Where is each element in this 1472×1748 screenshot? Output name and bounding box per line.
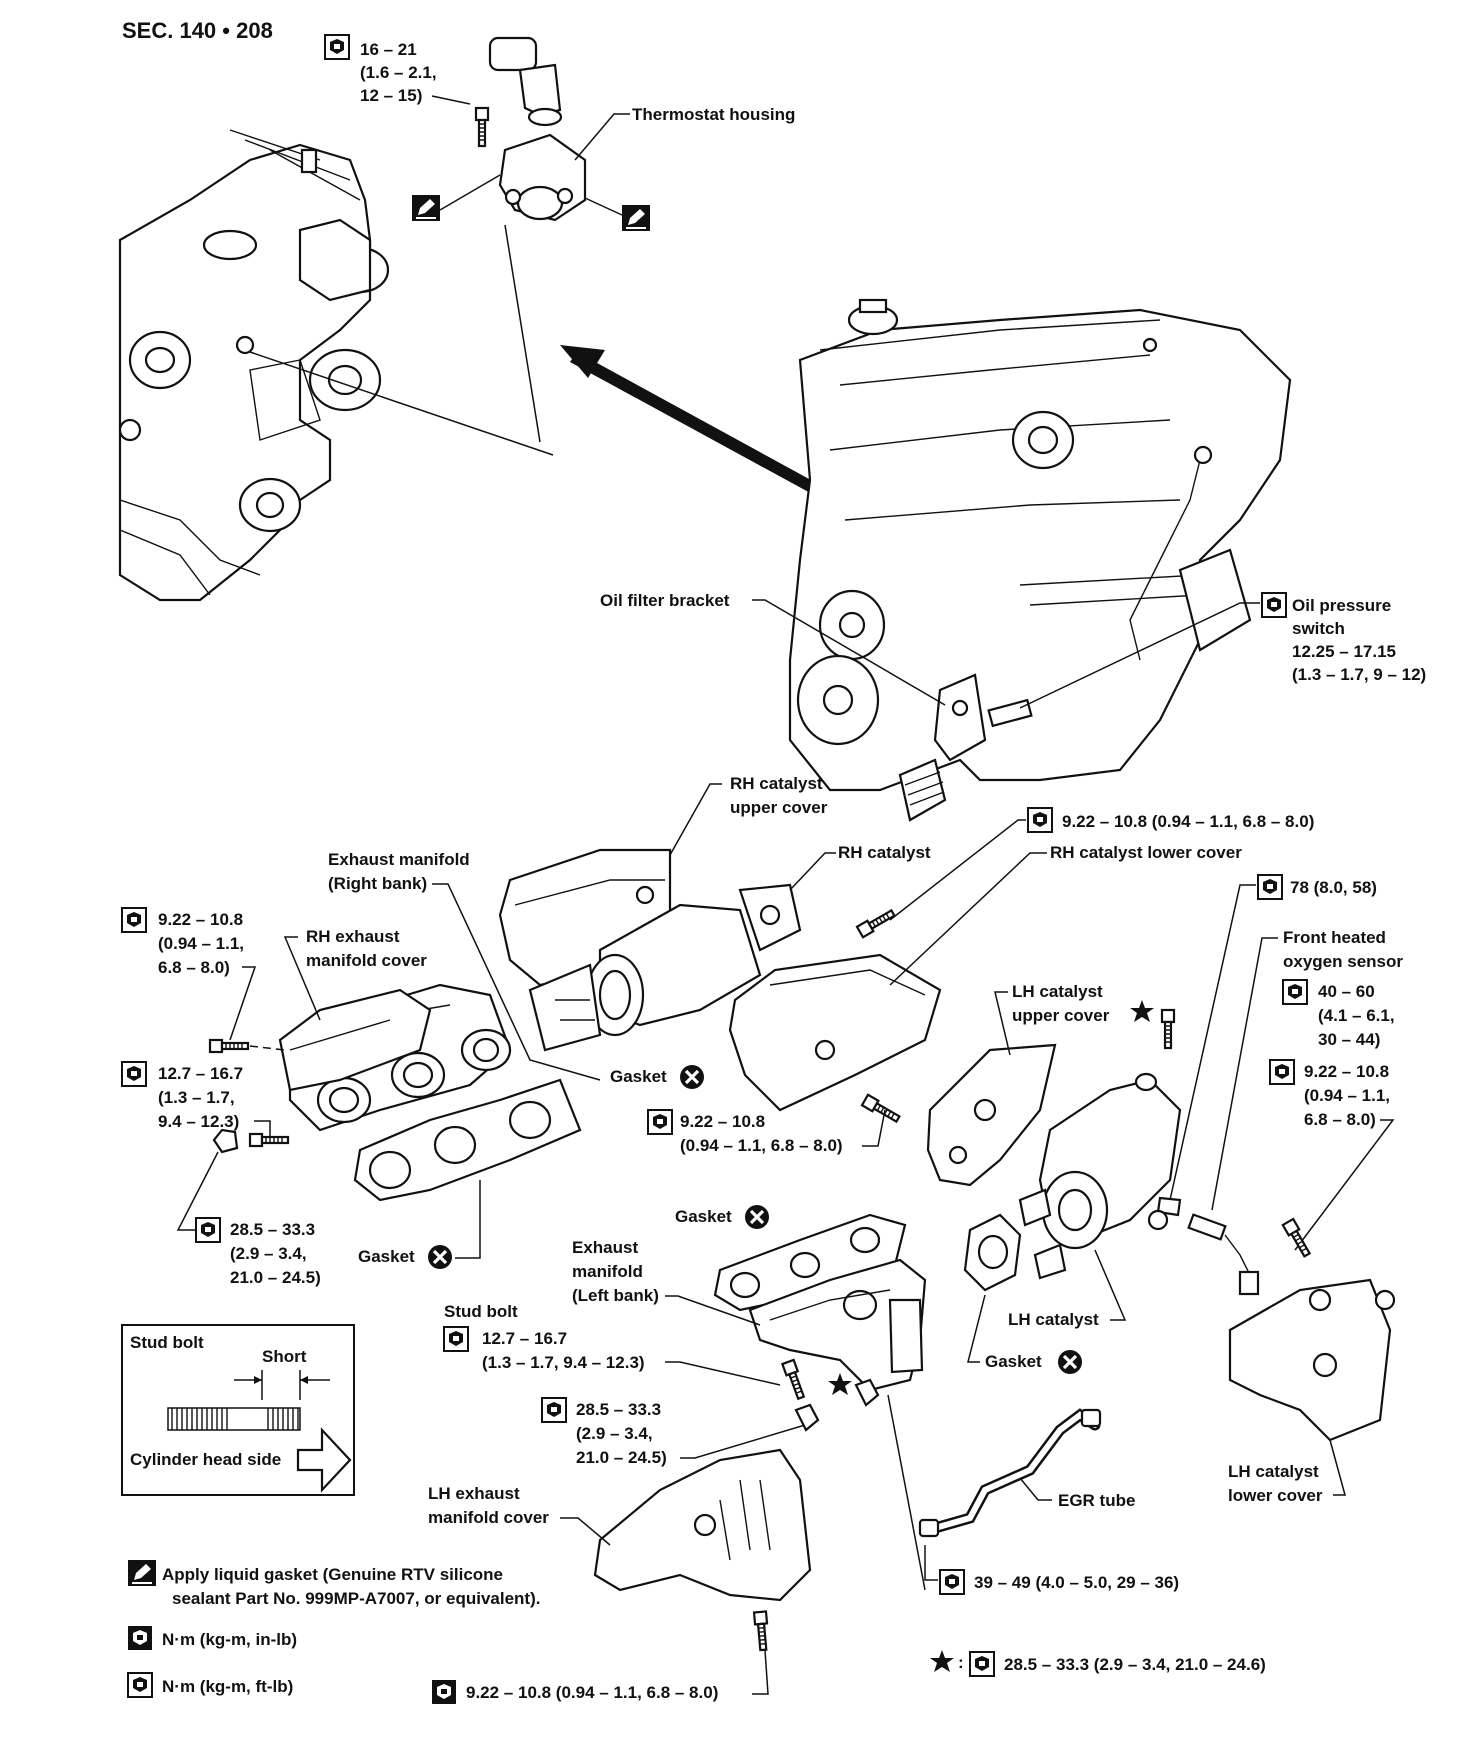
lh-catalyst-gasket-label: Gasket <box>985 1352 1042 1371</box>
legend-inlb-text: N·m (kg-m, in-lb) <box>162 1630 297 1649</box>
egr-torque-label: 39 – 49 (4.0 – 5.0, 29 – 36) <box>974 1573 1179 1592</box>
bottom-torque-label: 9.22 – 10.8 (0.94 – 1.1, 6.8 – 8.0) <box>466 1683 718 1702</box>
left-torque-3-label: 28.5 – 33.3 (2.9 – 3.4, 21.0 – 24.5) <box>230 1220 321 1287</box>
legend-ftlb-text: N·m (kg-m, ft-lb) <box>162 1677 293 1696</box>
rh-gasket-lower-label: Gasket <box>358 1247 415 1266</box>
thermostat-housing-drawing <box>474 36 587 222</box>
legend: Apply liquid gasket (Genuine RTV silicon… <box>127 1559 540 1698</box>
svg-text::: : <box>958 1653 964 1672</box>
rh-gasket-upper-label: Gasket <box>610 1067 667 1086</box>
stud-bolt-torque-label: 12.7 – 16.7 (1.3 – 1.7, 9.4 – 12.3) <box>482 1329 645 1372</box>
left-torque-2-label: 12.7 – 16.7 (1.3 – 1.7, 9.4 – 12.3) <box>158 1064 248 1131</box>
rh-catalyst-lower-cover-label: RH catalyst lower cover <box>1050 843 1242 862</box>
rh-catalyst-lower-cover-drawing <box>728 953 942 1112</box>
engine-assembly-drawing <box>788 298 1292 822</box>
oil-pressure-switch-label: Oil pressure switch 12.25 – 17.15 (1.3 –… <box>1292 596 1426 684</box>
front-heated-oxygen-sensor-label: Front heated oxygen sensor <box>1283 928 1403 971</box>
rh-catalyst-label: RH catalyst <box>838 843 931 862</box>
torque-wrench-icon <box>128 1626 152 1650</box>
star-icon <box>828 1373 852 1395</box>
rh-exhaust-manifold-cover-label: RH exhaust manifold cover <box>306 927 427 970</box>
lh-manifold-gasket-drawing <box>713 1213 907 1312</box>
exhaust-manifold-left-drawing <box>748 1258 927 1392</box>
rh-catalyst-upper-cover-label: RH catalyst upper cover <box>730 774 828 817</box>
inset-side-label: Cylinder head side <box>130 1450 281 1469</box>
stud-bolt-inset: Stud bolt Short Cylinder head side <box>121 1324 355 1496</box>
star-icon <box>930 1650 954 1672</box>
torque-78-label: 78 (8.0, 58) <box>1290 878 1377 897</box>
lh-catalyst-drawing <box>1018 1072 1182 1280</box>
exhaust-manifold-left-label: Exhaust manifold (Left bank) <box>572 1238 659 1305</box>
liquid-gasket-icon <box>621 204 651 232</box>
section-title: SEC. 140 • 208 <box>122 18 273 43</box>
replace-part-x-icon <box>426 1243 454 1271</box>
thermostat-torque-label: 16 – 21 (1.6 – 2.1, 12 – 15) <box>360 40 441 105</box>
inset-short-label: Short <box>262 1347 307 1366</box>
exhaust-manifold-right-label: Exhaust manifold (Right bank) <box>328 850 474 893</box>
engine-front-detail-drawing <box>118 129 390 602</box>
replace-part-x-icon <box>678 1063 706 1091</box>
right-torque-2-label: 9.22 – 10.8 (0.94 – 1.1, 6.8 – 8.0) <box>1304 1062 1395 1129</box>
rh-catalyst-drawing <box>528 883 802 1052</box>
left-torque-1-label: 9.22 – 10.8 (0.94 – 1.1, 6.8 – 8.0) <box>158 910 249 977</box>
rh-lower-cover-torque-label: 9.22 – 10.8 (0.94 – 1.1, 6.8 – 8.0) <box>680 1112 843 1155</box>
lh-catalyst-upper-cover-label: LH catalyst upper cover <box>1012 982 1110 1025</box>
star-torque-label: 28.5 – 33.3 (2.9 – 3.4, 21.0 – 24.6) <box>1004 1655 1266 1674</box>
lh-exhaust-manifold-cover-drawing <box>593 1448 812 1602</box>
lh-catalyst-gasket-drawing <box>963 1213 1022 1292</box>
lh-catalyst-lower-cover-label: LH catalyst lower cover <box>1228 1462 1323 1505</box>
lh-catalyst-lower-cover-drawing <box>1228 1278 1396 1442</box>
egr-tube-drawing <box>918 1408 1102 1538</box>
rh-manifold-gasket-drawing <box>353 1078 582 1202</box>
thermostat-housing-label: Thermostat housing <box>632 105 795 124</box>
replace-part-x-icon <box>1056 1348 1084 1376</box>
legend-liquid-gasket-text: Apply liquid gasket (Genuine RTV silicon… <box>162 1565 540 1608</box>
locator-arrow <box>560 345 842 507</box>
oxygen-sensor-torque-label: 40 – 60 (4.1 – 6.1, 30 – 44) <box>1318 982 1399 1049</box>
lh-gasket-label: Gasket <box>675 1207 732 1226</box>
rh-catalyst-bolt-torque-label: 9.22 – 10.8 (0.94 – 1.1, 6.8 – 8.0) <box>1062 812 1314 831</box>
star-icon <box>1130 1000 1154 1022</box>
nut-torque-label: 28.5 – 33.3 (2.9 – 3.4, 21.0 – 24.5) <box>576 1400 667 1467</box>
inset-title: Stud bolt <box>130 1333 204 1352</box>
lh-exhaust-manifold-cover-label: LH exhaust manifold cover <box>428 1484 549 1527</box>
torque-wrench-icon <box>127 1672 153 1698</box>
front-heated-oxygen-sensor-drawing <box>1156 1196 1260 1296</box>
lh-catalyst-upper-cover-drawing <box>926 1043 1057 1187</box>
stud-bolt-label: Stud bolt <box>444 1302 518 1321</box>
lh-catalyst-label: LH catalyst <box>1008 1310 1099 1329</box>
oil-filter-bracket-label: Oil filter bracket <box>600 591 730 610</box>
replace-part-x-icon <box>743 1203 771 1231</box>
liquid-gasket-icon <box>127 1559 157 1587</box>
liquid-gasket-icon <box>411 194 441 222</box>
egr-tube-label: EGR tube <box>1058 1491 1135 1510</box>
